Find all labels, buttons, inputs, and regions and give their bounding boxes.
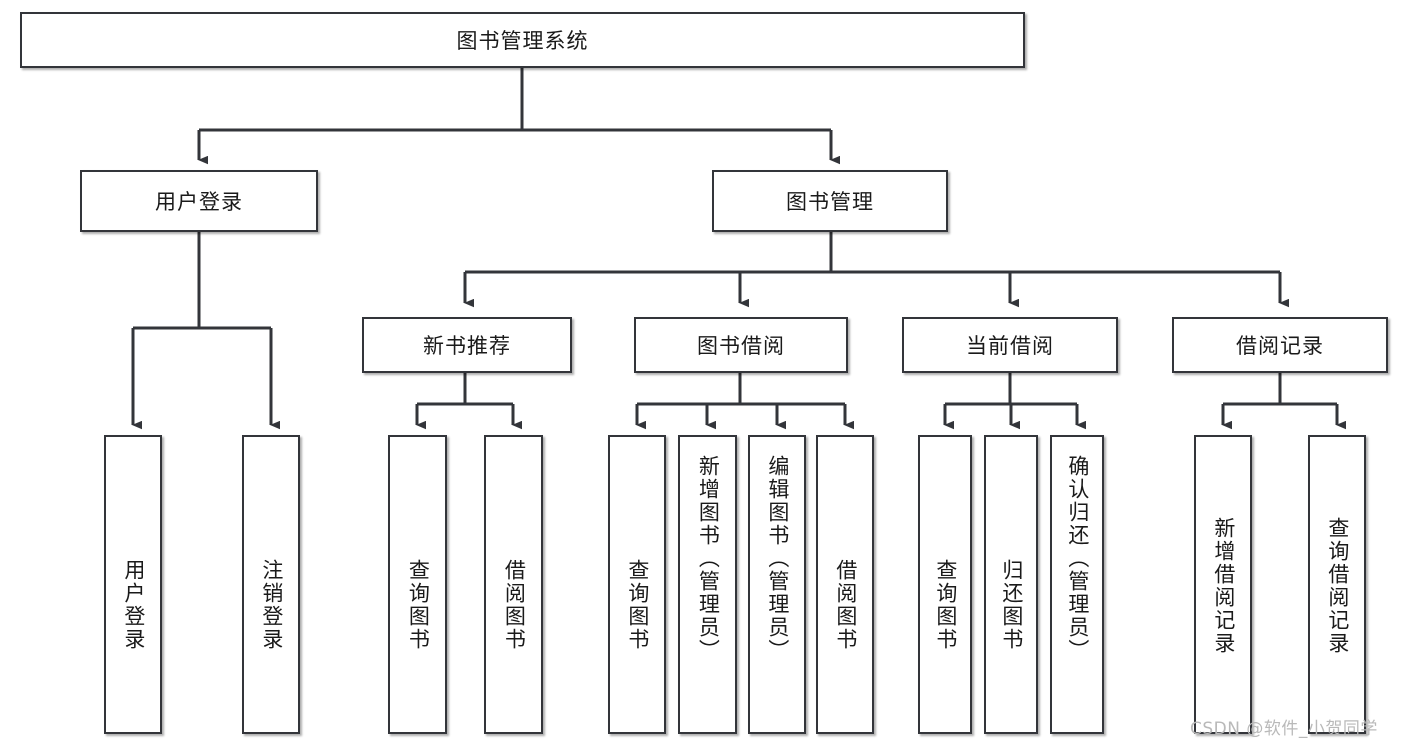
node-leaf-query-book-3-label: 查询图书	[933, 559, 958, 651]
node-leaf-borrow-book-2[interactable]: 借阅图书	[816, 435, 874, 734]
node-new-book-rec-label: 新书推荐	[423, 334, 511, 358]
node-leaf-query-record[interactable]: 查询借阅记录	[1308, 435, 1366, 734]
node-leaf-query-book-3[interactable]: 查询图书	[918, 435, 972, 734]
node-leaf-return-book-label: 归还图书	[999, 559, 1024, 651]
node-leaf-query-record-label: 查询借阅记录	[1325, 517, 1350, 655]
node-book-borrow-label: 图书借阅	[697, 334, 785, 358]
node-leaf-borrow-book-1[interactable]: 借阅图书	[484, 435, 543, 734]
node-leaf-edit-book[interactable]: 编辑图书（管理员）	[748, 435, 806, 734]
node-leaf-add-book-label: 新增图书（管理员）	[696, 455, 721, 662]
node-leaf-logout-label: 注销登录	[259, 559, 284, 651]
node-leaf-user-login[interactable]: 用户登录	[104, 435, 162, 734]
node-borrow-record[interactable]: 借阅记录	[1172, 317, 1388, 373]
node-leaf-confirm-return[interactable]: 确认归还（管理员）	[1050, 435, 1104, 734]
node-leaf-user-login-label: 用户登录	[121, 559, 146, 651]
node-new-book-rec[interactable]: 新书推荐	[362, 317, 572, 373]
node-current-borrow-label: 当前借阅	[966, 334, 1054, 358]
node-leaf-add-book[interactable]: 新增图书（管理员）	[678, 435, 737, 734]
node-root[interactable]: 图书管理系统	[20, 12, 1025, 68]
node-book-manage[interactable]: 图书管理	[712, 170, 948, 232]
node-leaf-borrow-book-1-label: 借阅图书	[502, 559, 527, 651]
node-current-borrow[interactable]: 当前借阅	[902, 317, 1118, 373]
node-leaf-edit-book-label: 编辑图书（管理员）	[765, 455, 790, 662]
node-user-login[interactable]: 用户登录	[80, 170, 318, 232]
node-leaf-query-book-1-label: 查询图书	[406, 559, 431, 651]
node-leaf-add-record-label: 新增借阅记录	[1211, 517, 1236, 655]
node-leaf-query-book-1[interactable]: 查询图书	[388, 435, 447, 734]
node-leaf-return-book[interactable]: 归还图书	[984, 435, 1038, 734]
node-book-manage-label: 图书管理	[786, 190, 874, 214]
node-user-login-label: 用户登录	[155, 190, 243, 214]
node-borrow-record-label: 借阅记录	[1236, 334, 1324, 358]
node-leaf-logout[interactable]: 注销登录	[242, 435, 300, 734]
node-leaf-add-record[interactable]: 新增借阅记录	[1194, 435, 1252, 734]
node-leaf-borrow-book-2-label: 借阅图书	[833, 559, 858, 651]
watermark: CSDN @软件_小贺同学	[1190, 719, 1378, 739]
node-leaf-query-book-2-label: 查询图书	[625, 559, 650, 651]
node-root-label: 图书管理系统	[456, 29, 589, 53]
node-leaf-confirm-return-label: 确认归还（管理员）	[1065, 455, 1090, 662]
node-book-borrow[interactable]: 图书借阅	[634, 317, 848, 373]
node-leaf-query-book-2[interactable]: 查询图书	[608, 435, 666, 734]
